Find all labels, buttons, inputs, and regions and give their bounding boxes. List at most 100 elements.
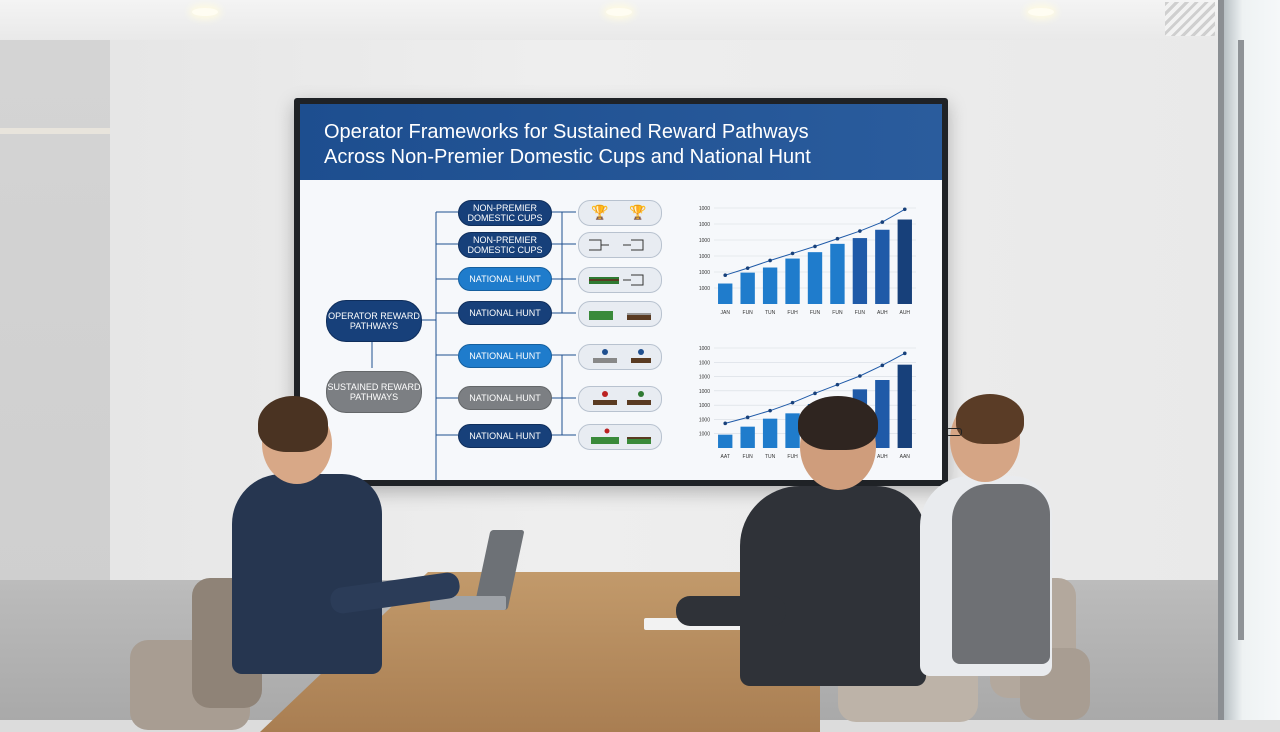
flow-connectors [371,211,576,480]
ceiling [0,0,1280,40]
x-tick-label: AUH [877,454,888,460]
bracket-icon-pill [578,267,662,293]
branch-node: NATIONAL HUNT [458,386,552,410]
x-tick-label: JAN [720,310,730,316]
track-icon-pill [578,424,662,450]
trend-point [745,266,750,270]
horse-race-icon-pill [578,301,662,327]
bar [897,364,912,448]
person-right-hair [956,394,1024,444]
x-tick-label: AUH [877,310,888,316]
jockey-icon-pill [578,386,662,412]
y-tick-label: 1000 [699,432,710,438]
bar [807,252,823,304]
bar [718,434,733,448]
person-center-body [740,486,926,686]
window [1218,0,1280,720]
window-mullion [1238,40,1244,640]
x-tick-label: AUH [899,310,910,316]
bar [875,229,890,304]
y-tick-label: 1000 [699,375,710,381]
bar [762,418,778,448]
y-tick-label: 1000 [699,360,710,366]
ceiling-downlight [1028,8,1054,16]
x-tick-label: FUN [832,310,843,316]
bar [852,238,868,304]
trend-point [790,251,795,256]
bracket-icon-pill [578,232,662,258]
trend-point [723,421,728,426]
x-tick-label: FUN [743,310,754,316]
jockey-icon-pill [578,344,662,370]
slide-title: Operator Frameworks for Sustained Reward… [324,120,924,170]
slide-title-line-2: Across Non-Premier Domestic Cups and Nat… [324,146,811,168]
ceiling-downlight [192,8,218,16]
wall-light-strip [0,128,110,134]
horse-race-icon [589,311,651,320]
x-tick-label: AAT [721,454,730,460]
y-tick-label: 1000 [699,270,710,276]
trend-point [858,229,862,233]
bar [785,413,800,448]
left-wall [0,40,110,600]
ceiling-vent [1165,2,1215,36]
trend-point [902,207,907,212]
bar [897,219,912,304]
x-tick-label: FUH [787,454,798,460]
trophy-icon-pill: 🏆 🏆 [578,200,662,226]
sub-node: SUSTAINED REWARD PATHWAYS [326,371,422,413]
trend-point [880,220,885,224]
trend-point [813,244,817,249]
y-tick-label: 1000 [699,389,710,395]
trophy-icon: 🏆 [629,204,647,220]
jockey-icon [593,391,651,405]
trend-point [835,236,840,241]
bracket-icon [589,239,644,251]
bar [740,426,755,448]
trend-point [768,408,772,413]
root-node: OPERATOR REWARD PATHWAYS [326,300,422,342]
x-tick-label: FUN [810,310,821,316]
person-right-vest [952,484,1050,664]
y-tick-label: 1000 [699,222,710,228]
x-tick-label: AAN [900,454,911,460]
trend-point [835,382,840,387]
person-center-arm [676,596,786,626]
x-tick-label: FUN [743,454,754,460]
bracket-icon [589,274,644,286]
laptop-base [430,596,506,610]
trend-point [723,273,728,277]
slide-title-line-1: Operator Frameworks for Sustained Reward… [324,121,809,143]
trend-point [858,374,862,378]
trend-point [880,363,885,368]
trophy-icon: 🏆 [591,204,609,220]
trend-point [790,400,795,405]
y-tick-label: 1000 [699,286,710,292]
y-tick-label: 1000 [699,238,710,244]
branch-node: NATIONAL HUNT [458,424,552,448]
track-icon [591,428,651,444]
bar [740,272,755,304]
x-tick-label: TUN [765,310,776,316]
trend-point [813,391,817,396]
bar [718,283,733,304]
branch-node: NATIONAL HUNT [458,267,552,291]
person-left-hair [258,396,328,452]
jockey-icon [593,349,651,363]
x-tick-label: FUN [855,310,866,316]
branch-node: NATIONAL HUNT [458,301,552,325]
trend-point [902,351,907,356]
bar [762,267,778,304]
trend-point [768,258,772,263]
y-tick-label: 1000 [699,206,710,212]
bar [785,258,800,304]
y-tick-label: 1000 [699,403,710,409]
y-tick-label: 1000 [699,417,710,423]
person-left-body [232,474,382,674]
branch-node: NATIONAL HUNT [458,344,552,368]
bar [875,380,890,448]
branch-node: NON-PREMIER DOMESTIC CUPS [458,200,552,226]
trend-point [745,415,750,420]
presentation-slide: Operator Frameworks for Sustained Reward… [300,104,942,480]
